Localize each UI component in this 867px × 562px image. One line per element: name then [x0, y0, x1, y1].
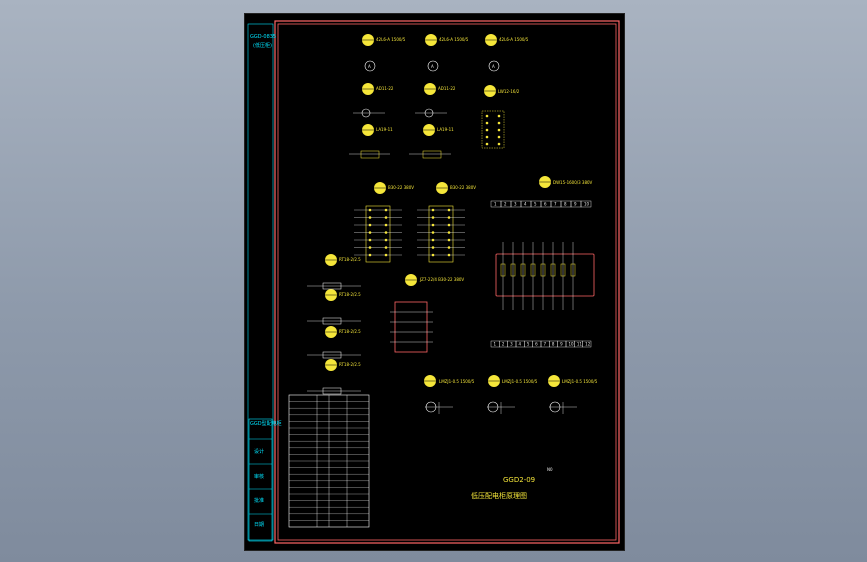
- indicator-1-label: AD11-22: [376, 86, 394, 91]
- terminal-cell: [580, 200, 592, 208]
- button-1-label: LA19-11: [376, 127, 393, 132]
- contactor-2-label: B30-22 380V: [450, 185, 476, 190]
- svg-text:A: A: [368, 64, 371, 69]
- indicator-1: AD11-22: [353, 83, 394, 118]
- terminal-strip-top: 1 2 3 4 5 6 7 8 9 10: [490, 200, 592, 208]
- ammeter-3-label: 42L6-A 1500/5: [499, 37, 529, 42]
- terminal-number: 6: [544, 202, 547, 207]
- drawing-sheet: GGD-0835 (低压柜) GGD型配电柜 设计 审核 批准 日期 42L6-…: [244, 13, 625, 551]
- terminal-number: 2: [502, 342, 505, 347]
- terminal-cell: [582, 340, 592, 348]
- terminal-number: 1: [494, 342, 497, 347]
- ct-3: LMZJ1-0.5 1500/5: [548, 375, 598, 413]
- terminal-number: 9: [574, 202, 577, 207]
- terminal-number: 11: [577, 342, 583, 347]
- terminal-number: 3: [514, 202, 517, 207]
- terminal-number: 8: [564, 202, 567, 207]
- button-1: LA19-11: [349, 124, 393, 159]
- left-strip-revision-block: [248, 418, 273, 542]
- terminal-number: 10: [569, 342, 575, 347]
- inner-border: [277, 23, 617, 541]
- main-breaker: DW15-1600/3 380V: [495, 176, 595, 297]
- ammeter-1-label: 42L6-A 1500/5: [376, 37, 406, 42]
- drawing-title: 低压配电柜原理图: [471, 491, 527, 500]
- parts-table: [288, 394, 370, 528]
- contactor-2: B30-22 380V: [428, 182, 476, 263]
- left-strip-bottom-4: 批准: [254, 497, 264, 504]
- indicator-2-label: AD11-22: [438, 86, 456, 91]
- terminal-number: 10: [584, 202, 590, 207]
- terminal-number: 1: [494, 202, 497, 207]
- terminal-number: 5: [534, 202, 537, 207]
- ammeter-3: 42L6-A 1500/5 A: [485, 34, 529, 72]
- selector-switch: LW12-16/2: [481, 85, 520, 149]
- left-strip-bottom-5: 日期: [254, 522, 264, 528]
- left-strip-bottom-2: 设计: [254, 448, 264, 455]
- fuse-4: RT18-2/2.5: [325, 359, 361, 371]
- ct-2-label: LMZJ1-0.5 1500/5: [502, 379, 538, 384]
- fuse-1-label: RT18-2/2.5: [339, 257, 361, 262]
- contactor-1: B30-22 380V: [365, 182, 414, 263]
- svg-text:A: A: [431, 64, 434, 69]
- fuse-2: RT18-2/2.5: [325, 289, 361, 301]
- terminal-number: 6: [535, 342, 538, 347]
- terminal-number: 12: [585, 342, 591, 347]
- ct-2: LMZJ1-0.5 1500/5: [487, 375, 538, 413]
- terminal-number: 4: [524, 202, 527, 207]
- terminal-number: 4: [519, 342, 522, 347]
- terminal-number: 2: [504, 202, 507, 207]
- drawing-code: GGD2-09: [503, 476, 535, 484]
- selector-switch-label: LW12-16/2: [498, 89, 520, 94]
- indicator-2: AD11-22: [415, 83, 456, 118]
- left-strip: [247, 23, 274, 541]
- main-breaker-label: DW15-1600/3 380V: [553, 180, 593, 185]
- terminal-number: 7: [554, 202, 557, 207]
- fuse-4-label: RT18-2/2.5: [339, 362, 361, 367]
- button-2: LA19-11: [409, 124, 454, 159]
- left-strip-bottom-3: 审核: [254, 473, 264, 480]
- left-strip-bottom-1: GGD型配电柜: [250, 420, 282, 427]
- button-2-label: LA19-11: [437, 127, 454, 132]
- terminal-number: 8: [552, 342, 555, 347]
- left-strip-label-1: GGD-0835: [250, 34, 276, 40]
- relay-label: JZ7-22/4 B30-22 380V: [419, 277, 464, 282]
- fuse-1: RT18-2/2.5: [325, 254, 361, 266]
- svg-text:A: A: [492, 64, 495, 69]
- ammeter-1: 42L6-A 1500/5 A: [362, 34, 406, 72]
- ct-3-label: LMZJ1-0.5 1500/5: [562, 379, 598, 384]
- wiring: [307, 114, 577, 414]
- ct-1-label: LMZJ1-0.5 1500/5: [439, 379, 475, 384]
- terminal-number: 5: [527, 342, 530, 347]
- ammeter-2-label: 42L6-A 1500/5: [439, 37, 469, 42]
- fuse-3-label: RT18-2/2.5: [339, 329, 361, 334]
- fuse-3: RT18-2/2.5: [325, 326, 361, 338]
- left-strip-label-2: (低压柜): [253, 42, 272, 49]
- terminal-number: 9: [560, 342, 563, 347]
- terminal-number: 7: [544, 342, 547, 347]
- outer-border: [274, 20, 620, 544]
- fuse-2-label: RT18-2/2.5: [339, 292, 361, 297]
- terminal-number: 3: [510, 342, 513, 347]
- ammeter-2: 42L6-A 1500/5 A: [425, 34, 469, 72]
- schematic-drawing: GGD-0835 (低压柜) GGD型配电柜 设计 审核 批准 日期 42L6-…: [247, 20, 620, 544]
- ct-1: LMZJ1-0.5 1500/5: [424, 375, 475, 413]
- relay: JZ7-22/4 B30-22 380V: [394, 274, 464, 353]
- sheet-number: N0: [547, 467, 553, 472]
- contactor-1-label: B30-22 380V: [388, 185, 414, 190]
